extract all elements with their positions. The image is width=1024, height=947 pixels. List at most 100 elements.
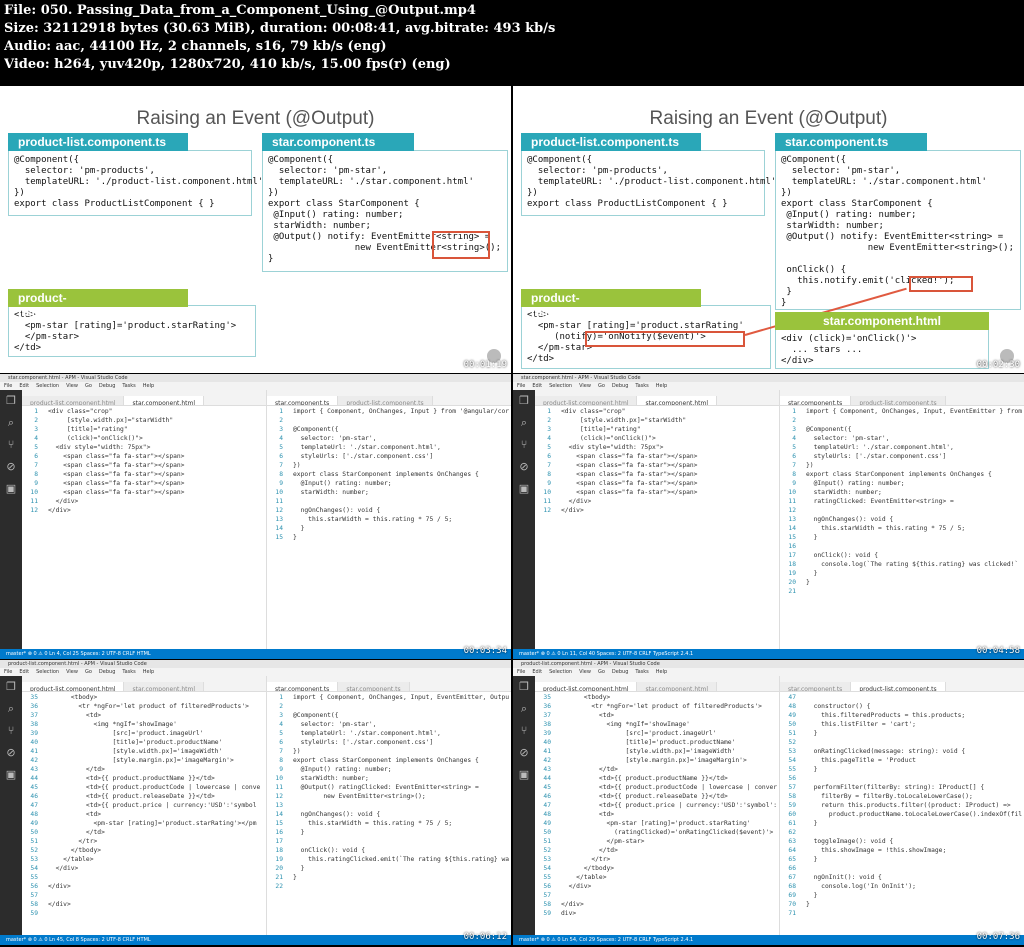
source-control-icon[interactable]: ⑂	[7, 724, 15, 737]
menu-item[interactable]: Debug	[98, 383, 116, 389]
thumbnail-6: product-list.component.html - APM - Visu…	[513, 660, 1024, 945]
debug-icon[interactable]: ⊘	[519, 460, 529, 473]
code-editor[interactable]: 1<div class="crop"2 [style.width.px]="st…	[22, 407, 266, 649]
code-line: 62	[780, 828, 1024, 837]
menu-item[interactable]: View	[579, 383, 591, 389]
files-icon[interactable]: ❐	[6, 394, 16, 407]
menu-item[interactable]: Tasks	[122, 383, 136, 389]
tab-star-ts[interactable]: star.component.ts	[780, 682, 852, 691]
tab-star-html[interactable]: star.component.html	[637, 682, 717, 691]
line-number: 7	[792, 462, 796, 469]
menu-item[interactable]: Debug	[611, 669, 629, 675]
menu-item[interactable]: Go	[597, 669, 605, 675]
menu-item[interactable]: Debug	[98, 669, 116, 675]
source-control-icon[interactable]: ⑂	[7, 438, 15, 451]
extensions-icon[interactable]: ▣	[5, 482, 17, 495]
menu-item[interactable]: Edit	[19, 383, 30, 389]
menu-item[interactable]: File	[4, 383, 13, 389]
debug-icon[interactable]: ⊘	[6, 746, 16, 759]
search-icon[interactable]: ⌕	[520, 416, 528, 429]
tab-star-html[interactable]: star.component.html	[124, 396, 204, 405]
tab-product-list-html[interactable]: product-list.component.html	[22, 396, 125, 405]
code-editor[interactable]: 1<div class="crop"2 [style.width.px]="st…	[535, 407, 779, 649]
tab-product-list-ts[interactable]: product-list.component.ts	[338, 396, 433, 405]
tab-star-html[interactable]: star.component.html	[637, 396, 717, 405]
play-icon[interactable]	[1000, 349, 1014, 363]
menu-item[interactable]: Tasks	[635, 669, 649, 675]
menu-item[interactable]: Selection	[549, 669, 573, 675]
search-icon[interactable]: ⌕	[520, 702, 528, 715]
menu-item[interactable]: Edit	[532, 383, 543, 389]
tab-star-ts[interactable]: star.component.ts	[267, 682, 339, 691]
code-line: 10 <span class="fa fa-star"></span>	[22, 488, 266, 497]
files-icon[interactable]: ❐	[519, 680, 529, 693]
tab-product-list-html[interactable]: product-list.component.html	[535, 396, 638, 405]
tab-star-html[interactable]: star.component.html	[124, 682, 204, 691]
search-icon[interactable]: ⌕	[7, 416, 15, 429]
extensions-icon[interactable]: ▣	[518, 482, 530, 495]
menu-item[interactable]: Help	[655, 669, 668, 675]
menu-item[interactable]: Tasks	[122, 669, 136, 675]
extensions-icon[interactable]: ▣	[518, 768, 530, 781]
search-icon[interactable]: ⌕	[7, 702, 15, 715]
tab-star-ts[interactable]: star.component.ts	[267, 396, 339, 405]
menu-item[interactable]: Help	[142, 383, 155, 389]
menu-item[interactable]: Edit	[532, 669, 543, 675]
debug-icon[interactable]: ⊘	[6, 460, 16, 473]
menu-item[interactable]: File	[517, 383, 526, 389]
menu-item[interactable]: Go	[597, 383, 605, 389]
menu-item[interactable]: Selection	[36, 383, 60, 389]
menu-item[interactable]: View	[66, 669, 78, 675]
source-control-icon[interactable]: ⑂	[520, 724, 528, 737]
code-box-product-list-ts: @Component({ selector: 'pm-products', te…	[8, 150, 263, 216]
menu-item[interactable]: View	[66, 383, 78, 389]
tab-product-list-ts[interactable]: product-list.component.ts	[851, 396, 946, 405]
source-control-icon[interactable]: ⑂	[520, 438, 528, 451]
line-text: <img *ngIf='showImage'	[48, 721, 177, 728]
tab-product-list-ts[interactable]: product-list.component.ts	[851, 682, 946, 691]
menu-item[interactable]: Edit	[19, 669, 30, 675]
tab-product-list-html[interactable]: product-list.component.html	[22, 682, 125, 691]
play-icon[interactable]	[487, 349, 501, 363]
menu-item[interactable]: File	[4, 669, 13, 675]
debug-icon[interactable]: ⊘	[519, 746, 529, 759]
line-text: div>	[561, 910, 577, 917]
menu-item[interactable]: Debug	[611, 383, 629, 389]
line-text: </tr>	[48, 838, 98, 845]
tab-product-list-html[interactable]: product-list.component.html	[535, 682, 638, 691]
menu-item[interactable]: Selection	[549, 383, 573, 389]
files-icon[interactable]: ❐	[519, 394, 529, 407]
line-number: 7	[547, 462, 551, 469]
menu-item[interactable]: Tasks	[635, 383, 649, 389]
menu-item[interactable]: Go	[84, 669, 92, 675]
menu-item[interactable]: Selection	[36, 669, 60, 675]
tab-star-ts-2[interactable]: star.component.ts	[338, 682, 410, 691]
menu-item[interactable]: File	[517, 669, 526, 675]
line-text: }	[293, 865, 305, 872]
extensions-icon[interactable]: ▣	[5, 768, 17, 781]
files-icon[interactable]: ❐	[6, 680, 16, 693]
line-number: 54	[788, 757, 796, 764]
menu-item[interactable]: Help	[142, 669, 155, 675]
line-number: 57	[543, 892, 551, 899]
code-line: 43 </td>	[22, 765, 266, 774]
menu-item[interactable]: View	[579, 669, 591, 675]
code-line: 64 this.showImage = !this.showImage;	[780, 846, 1024, 855]
line-text: <span class="fa fa-star"></span>	[561, 489, 698, 496]
code-editor[interactable]: 35 <tbody>36 <tr *ngFor='let product of …	[535, 693, 779, 935]
menu-item[interactable]: Go	[84, 383, 92, 389]
tab-star-ts[interactable]: star.component.ts	[780, 396, 852, 405]
line-number: 13	[788, 516, 796, 523]
menu-item[interactable]: Help	[655, 383, 668, 389]
code-line: 57	[22, 891, 266, 900]
code-editor[interactable]: 35 <tbody>36 <tr *ngFor='let product of …	[22, 693, 266, 935]
